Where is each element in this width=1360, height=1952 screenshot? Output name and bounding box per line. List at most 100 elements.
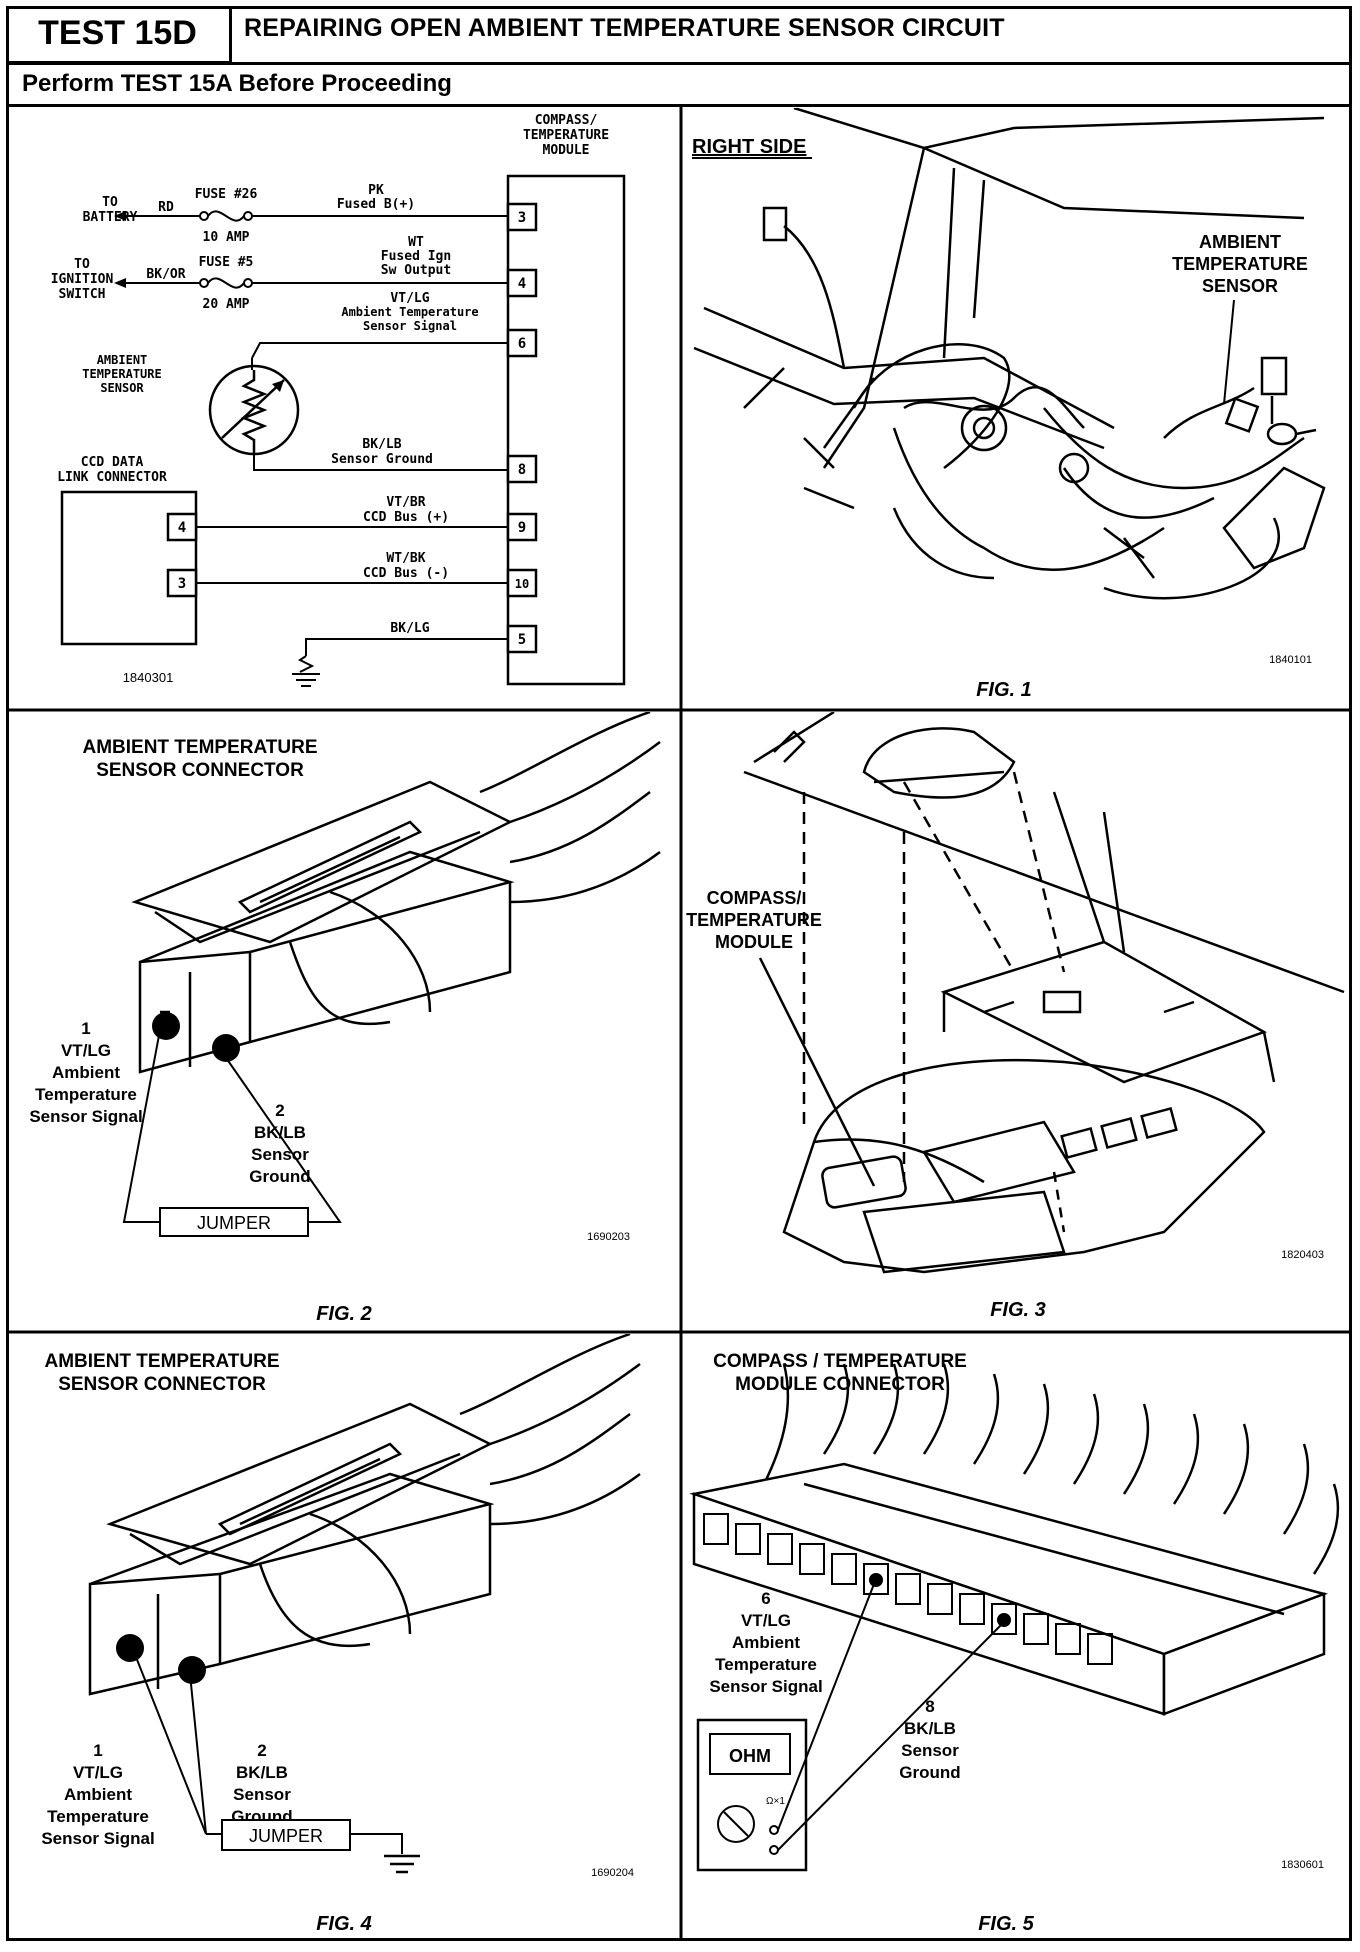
fig4-pin1-num: 1 — [93, 1741, 102, 1760]
pin6-wire-func-1: Ambient Temperature — [341, 305, 478, 319]
pin5-wire-color: BK/LG — [390, 621, 429, 636]
pin-box-3 — [506, 202, 538, 232]
fig4-pin2-line1: Sensor — [233, 1785, 291, 1804]
fig3-illustration: COMPASS/ TEMPERATURE MODULE 1820403 FIG.… — [686, 712, 1345, 1321]
fig3-label-2: TEMPERATURE — [686, 910, 822, 930]
fig1-sensor-label-3: SENSOR — [1202, 276, 1278, 296]
pin8-wire-func: Sensor Ground — [331, 452, 433, 467]
sensor-label-1: AMBIENT — [97, 353, 148, 367]
fig4-heading-2: SENSOR CONNECTOR — [58, 1374, 266, 1395]
fig5-pin8-color: BK/LB — [904, 1719, 956, 1738]
rd-label: RD — [158, 200, 174, 215]
fig4-pin1-line2: Temperature — [47, 1807, 149, 1826]
fig4-caption: FIG. 4 — [316, 1913, 372, 1935]
fig1-code: 1840101 — [1269, 654, 1312, 666]
ccd-label-1: CCD DATA — [81, 455, 144, 470]
fig5-meter-range: Ω×1 — [766, 1796, 785, 1807]
pin-9-label: 9 — [518, 520, 526, 536]
ignition-label-3: SWITCH — [59, 287, 106, 302]
fig4-pin1-terminal — [116, 1634, 144, 1662]
fig5-meter-display: OHM — [729, 1746, 771, 1766]
ccd-connector-box — [60, 490, 198, 646]
ccd-pin-3: 3 — [178, 576, 186, 592]
fig5-pin6-terminal — [869, 1573, 883, 1587]
fig4-pin1-line1: Ambient — [64, 1785, 132, 1804]
page-subtitle: Perform TEST 15A Before Proceeding — [22, 70, 452, 97]
fig4-pin2-terminal — [178, 1656, 206, 1684]
pin4-wire-func-1: Fused Ign — [381, 249, 451, 264]
fig5-pin6-line3: Sensor Signal — [709, 1677, 822, 1696]
module-label-3: MODULE — [543, 143, 590, 158]
fig5-pin8-terminal — [997, 1613, 1011, 1627]
sensor-label-3: SENSOR — [100, 381, 144, 395]
ignition-label-2: IGNITION — [51, 272, 114, 287]
fuse26-amp: 10 AMP — [203, 230, 250, 245]
fig4-pin2-num: 2 — [257, 1741, 266, 1760]
pin-10-label: 10 — [515, 577, 529, 591]
pin6-wire-color: VT/LG — [390, 291, 429, 306]
pin3-wire-func: Fused B(+) — [337, 197, 415, 212]
fig5-caption: FIG. 5 — [978, 1913, 1034, 1935]
fig1-sensor-label-1: AMBIENT — [1199, 232, 1281, 252]
fig4-jumper-label: JUMPER — [249, 1826, 323, 1846]
fig4-illustration: AMBIENT TEMPERATURE SENSOR CONNECTOR 1 V… — [41, 1334, 641, 1935]
schematic-code: 1840301 — [123, 670, 174, 685]
pin-5-label: 5 — [518, 632, 526, 648]
fig4-code: 1690204 — [591, 1867, 634, 1879]
pin4-wire-color: WT — [408, 235, 424, 250]
fig2-pin1-line2: Temperature — [35, 1085, 137, 1104]
battery-label-2: BATTERY — [83, 210, 138, 225]
module-label-1: COMPASS/ — [535, 113, 598, 128]
fig2-caption: FIG. 2 — [316, 1303, 372, 1325]
fig2-code: 1690203 — [587, 1231, 630, 1243]
fig5-pin6-num: 6 — [761, 1589, 770, 1608]
pin9-wire-func: CCD Bus (+) — [363, 510, 449, 525]
fig5-pin8-line1: Sensor — [901, 1741, 959, 1760]
fig5-pin8-num: 8 — [925, 1697, 934, 1716]
page-frame — [6, 6, 1352, 1941]
pin3-wire-color: PK — [368, 183, 384, 198]
ccd-pin-4: 4 — [178, 520, 186, 536]
fig2-jumper-label: JUMPER — [197, 1213, 271, 1233]
pin-6-label: 6 — [518, 336, 526, 352]
fig3-label-3: MODULE — [715, 932, 793, 952]
fig5-heading-1: COMPASS / TEMPERATURE — [713, 1351, 967, 1372]
fig5-pin6-line2: Temperature — [715, 1655, 817, 1674]
pin9-wire-color: VT/BR — [386, 495, 425, 510]
fig2-heading-1: AMBIENT TEMPERATURE — [82, 737, 317, 758]
sensor-label-2: TEMPERATURE — [82, 367, 161, 381]
fig5-pin6-line1: Ambient — [732, 1633, 800, 1652]
module-box — [506, 174, 626, 686]
pin-box-5 — [506, 624, 538, 654]
fig3-caption: FIG. 3 — [990, 1299, 1046, 1321]
fig2-pin1-num: 1 — [81, 1019, 90, 1038]
wiring-schematic: COMPASS/ TEMPERATURE MODULE 3 4 6 8 9 10… — [51, 113, 626, 687]
fig2-pin2-num: 2 — [275, 1101, 284, 1120]
fig2-pin1-line1: Ambient — [52, 1063, 120, 1082]
pin6-wire-func-2: Sensor Signal — [363, 319, 457, 333]
fig5-illustration: COMPASS / TEMPERATURE MODULE CONNECTOR — [689, 1351, 1340, 1935]
fig4-heading-1: AMBIENT TEMPERATURE — [44, 1351, 279, 1372]
fig2-illustration: AMBIENT TEMPERATURE SENSOR CONNECTOR 1 V… — [29, 712, 661, 1325]
fig2-pin2-line1: Sensor — [251, 1145, 309, 1164]
fig1-heading: RIGHT SIDE — [692, 136, 806, 158]
pin-8-label: 8 — [518, 462, 526, 478]
fig3-leader — [758, 957, 876, 1187]
ignition-label-1: TO — [74, 257, 90, 272]
fig1-caption: FIG. 1 — [976, 679, 1032, 701]
fig2-pin2-color: BK/LB — [254, 1123, 306, 1142]
fig2-pin2-terminal — [212, 1034, 240, 1062]
header-divider — [6, 62, 1352, 65]
pin10-wire-func: CCD Bus (-) — [363, 566, 449, 581]
fig4-pin1-line3: Sensor Signal — [41, 1829, 154, 1848]
fig1-illustration: RIGHT SIDE AMBIENT TEMPERATURE SENSOR — [692, 108, 1326, 701]
fuse5-label: FUSE #5 — [199, 255, 254, 270]
pin10-wire-color: WT/BK — [386, 551, 425, 566]
fig2-pin1-color: VT/LG — [61, 1041, 111, 1060]
bkor-label: BK/OR — [146, 267, 185, 282]
pin4-wire-func-2: Sw Output — [381, 263, 451, 278]
pin-3-label: 3 — [518, 210, 526, 226]
fig5-pin6-color: VT/LG — [741, 1611, 791, 1630]
pin-box-4 — [506, 268, 538, 298]
